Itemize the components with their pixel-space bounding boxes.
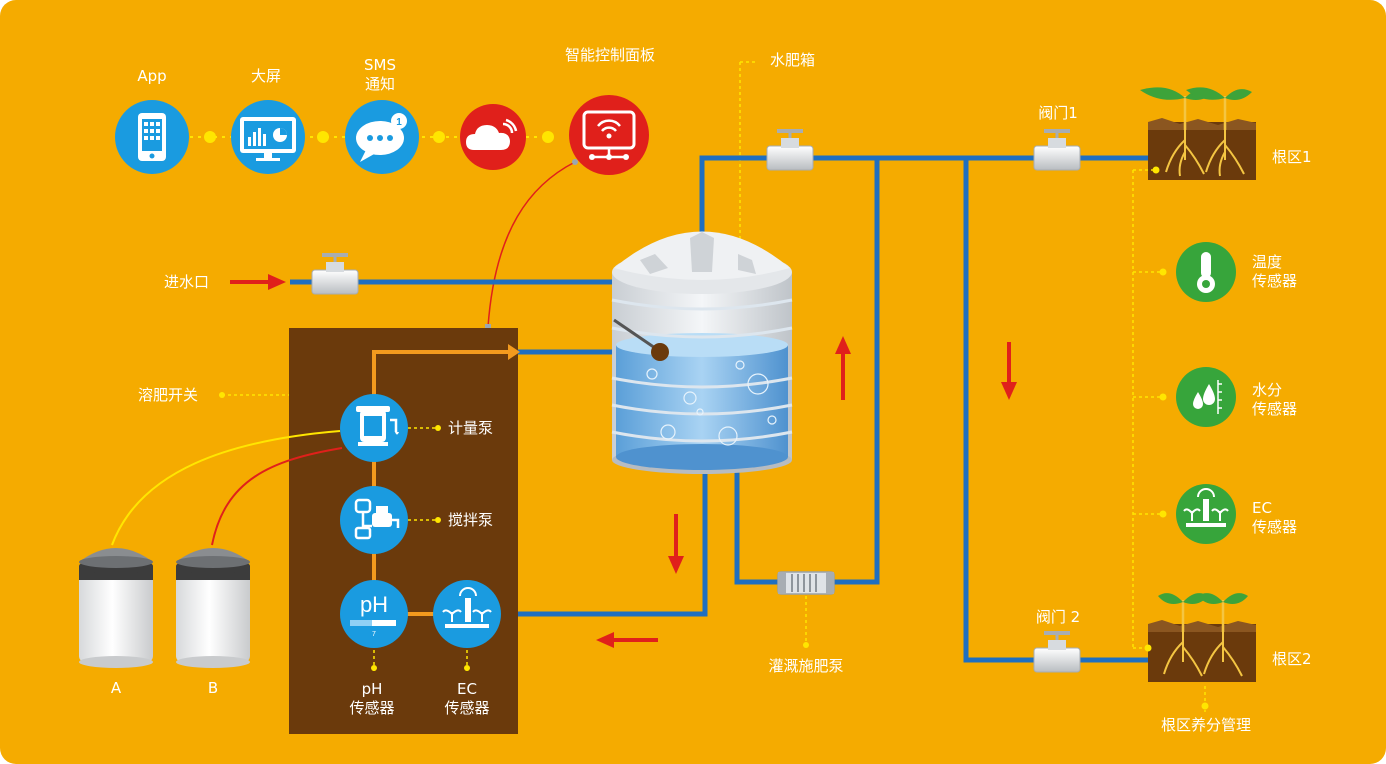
ph-scale-mark: 7 [372, 631, 376, 638]
pump-leader-dot [803, 642, 809, 648]
ec-sensor-label-line1: EC [457, 680, 477, 698]
dissolve-switch-label: 溶肥开关 [138, 386, 199, 404]
ec-field-sensor-label-line2: 传感器 [1252, 518, 1298, 536]
inlet-label: 进水口 [164, 273, 210, 291]
moisture-sensor-label: 水分 传感器 [1252, 381, 1297, 419]
sms-badge [391, 113, 407, 129]
thermometer-icon[interactable] [1176, 242, 1236, 302]
fertilizer-tank [611, 231, 793, 474]
root-zone-1-plants [1140, 87, 1252, 177]
big-screen-icon[interactable] [231, 100, 305, 174]
moisture-sensor-label-line1: 水分 [1252, 381, 1283, 399]
inlet-valve[interactable] [311, 253, 359, 295]
ph-sensor-label: pH 传感器 [349, 680, 394, 718]
sensor-bus-dots [1144, 166, 1209, 710]
sms-label-line2: 通知 [364, 75, 395, 93]
control-panel-label: 智能控制面板 [564, 46, 656, 64]
root-zone-1-label: 根区1 [1272, 148, 1312, 166]
ph-sensor-icon[interactable]: pH 7 [340, 580, 408, 648]
mixing-pump-icon[interactable] [340, 486, 408, 554]
moisture-icon[interactable] [1176, 367, 1236, 427]
barrel-a [79, 548, 153, 668]
sms-badge-count: 1 [396, 117, 402, 128]
temp-sensor-label: 温度 传感器 [1252, 253, 1297, 291]
root-nutrient-label: 根区养分管理 [1160, 716, 1252, 734]
tank-label: 水肥箱 [770, 51, 816, 69]
irrigation-pump-label: 灌溉施肥泵 [768, 657, 844, 675]
ec-field-sensor-icon[interactable] [1176, 484, 1236, 544]
root-zone-2-plants [1158, 593, 1248, 677]
sms-label: SMS 通知 [364, 56, 396, 94]
orange-arrowhead [508, 344, 520, 360]
metering-pump-label: 计量泵 [448, 419, 494, 437]
ph-sensor-label-line2: 传感器 [349, 699, 395, 717]
panel-cable [487, 161, 576, 328]
flow-arrows [230, 274, 1017, 648]
cloud-icon[interactable] [460, 104, 526, 170]
ph-sensor-label-line1: pH [361, 680, 383, 698]
valve-2-label: 阀门 2 [1035, 608, 1081, 626]
ec-sensor-label: EC 传感器 [444, 680, 489, 718]
ph-icon-label: pH [360, 592, 388, 617]
temp-sensor-label-line2: 传感器 [1252, 272, 1298, 290]
mixing-pump-label: 搅拌泵 [448, 511, 494, 529]
irrigation-pump-icon[interactable] [777, 571, 835, 595]
moisture-sensor-label-line2: 传感器 [1252, 400, 1298, 418]
sms-icon[interactable]: 1 [345, 100, 419, 174]
valve-2[interactable] [1033, 631, 1081, 673]
tank-leader [739, 61, 758, 285]
screen-label: 大屏 [250, 67, 282, 85]
app-label: App [137, 67, 167, 85]
barrel-b [176, 548, 250, 668]
valve-1[interactable] [1033, 129, 1081, 171]
ec-field-sensor-label-line1: EC [1252, 499, 1272, 517]
root-zone-2-soil [1148, 620, 1256, 682]
barrel-b-label: B [207, 679, 219, 697]
ec-sensor-icon[interactable] [433, 580, 501, 648]
sms-label-line1: SMS [364, 56, 396, 74]
sensor-bus [1132, 169, 1206, 712]
metering-pump-icon[interactable] [340, 394, 408, 462]
hose-a [111, 430, 341, 546]
valve-1-label: 阀门1 [1038, 104, 1078, 122]
temp-sensor-label-line1: 温度 [1252, 253, 1283, 271]
control-panel-icon[interactable] [569, 95, 649, 175]
box-leaders [219, 392, 470, 672]
root-zone-2-label: 根区2 [1272, 650, 1312, 668]
cable-connector-top [572, 159, 578, 165]
tank-outlet-valve[interactable] [766, 129, 814, 171]
hose-b [211, 447, 343, 546]
ec-sensor-label-line2: 传感器 [444, 699, 490, 717]
ec-field-sensor-label: EC 传感器 [1252, 499, 1297, 537]
cable-connector-bottom [485, 324, 491, 330]
app-icon[interactable] [115, 100, 189, 174]
barrel-a-label: A [110, 679, 122, 697]
